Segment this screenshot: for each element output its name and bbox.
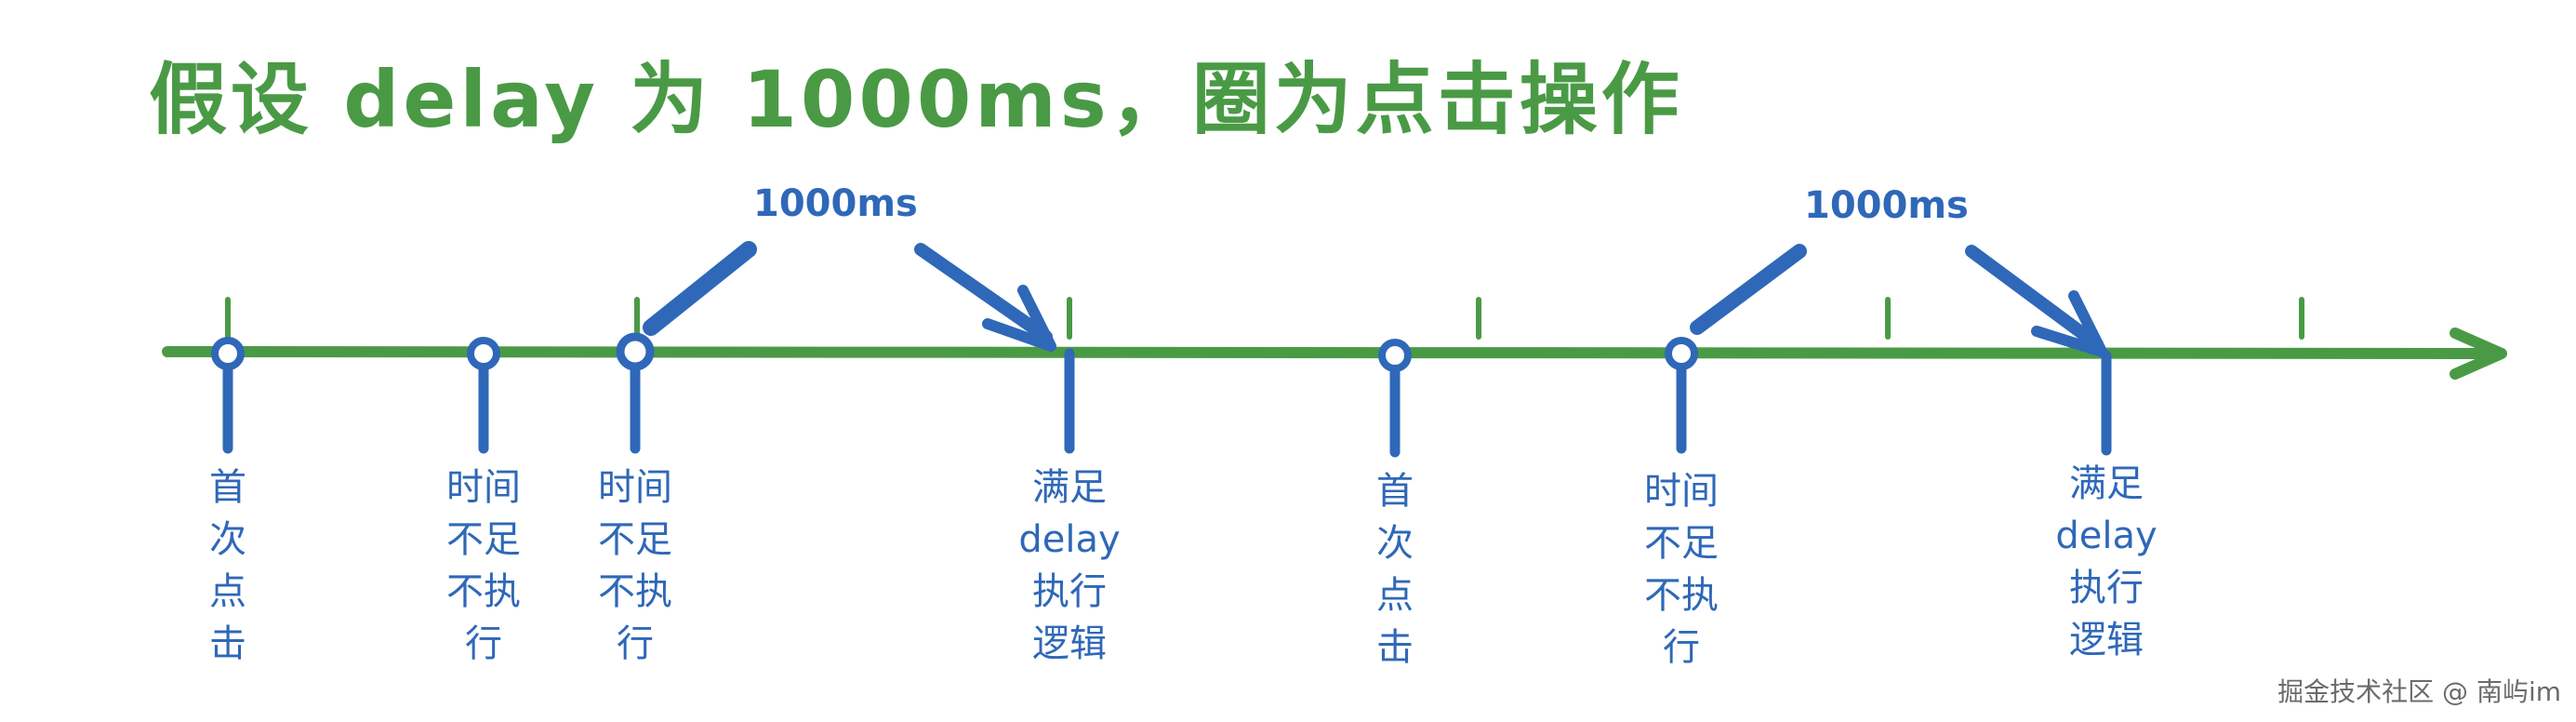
execute-markers bbox=[1064, 348, 2112, 456]
event-label: 首次点击 bbox=[1376, 470, 1414, 669]
watermark: 掘金技术社区 @ 南屿im bbox=[2277, 676, 2561, 707]
timeline-axis bbox=[162, 328, 2507, 380]
interval-arrow-left bbox=[1690, 244, 1807, 335]
arrowhead bbox=[982, 285, 1056, 352]
interval-label: 1000ms bbox=[753, 182, 918, 225]
click-circle bbox=[211, 337, 245, 370]
interval-arrow-right bbox=[1965, 245, 2104, 351]
timeline-arrowhead bbox=[2450, 328, 2507, 380]
interval-label: 1000ms bbox=[1804, 184, 1969, 227]
event-label: 首次点击 bbox=[209, 466, 246, 665]
interval-arrow-left bbox=[643, 241, 757, 336]
event-label: 时间不足不执行 bbox=[598, 466, 672, 665]
event-label: 时间不足不执行 bbox=[446, 466, 521, 665]
diagram-title: 假设 delay 为 1000ms，圈为点击操作 bbox=[149, 54, 1683, 145]
tick-marks bbox=[225, 297, 2304, 340]
click-circle bbox=[467, 337, 500, 370]
click-circle bbox=[1378, 339, 1412, 372]
arrowhead bbox=[2031, 290, 2107, 357]
click-circle bbox=[616, 332, 655, 371]
interval-arrows bbox=[643, 241, 2107, 357]
event-label: 时间不足不执行 bbox=[1644, 470, 1719, 669]
timeline-line bbox=[162, 346, 2498, 359]
interval-arrow-right bbox=[914, 243, 1053, 343]
click-circle bbox=[1665, 337, 1698, 370]
click-markers bbox=[211, 332, 1698, 458]
